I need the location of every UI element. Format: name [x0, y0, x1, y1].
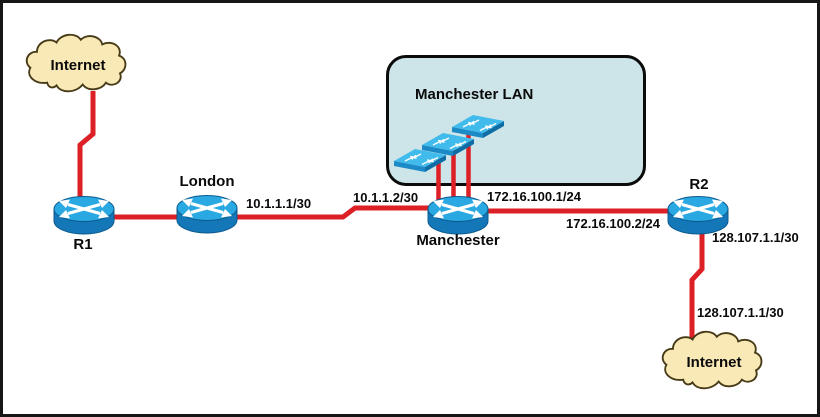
- internet-cloud-bottom: Internet: [658, 326, 770, 396]
- router-manchester-icon: [426, 195, 490, 237]
- london-label: London: [179, 173, 235, 190]
- ip-r2-wan: 128.107.1.1/30: [712, 230, 799, 245]
- internet-bottom-label: Internet: [686, 353, 742, 371]
- ip-r2-lan: 172.16.100.2/24: [566, 216, 660, 231]
- ip-r2-internet-link: 128.107.1.1/30: [697, 305, 784, 320]
- router-london-icon: [175, 194, 239, 236]
- r1-label: R1: [73, 236, 93, 253]
- manchester-lan-label: Manchester LAN: [415, 86, 534, 103]
- manchester-label: Manchester: [416, 232, 500, 249]
- r2-label: R2: [689, 176, 709, 193]
- internet-top-label: Internet: [50, 56, 106, 74]
- ip-manchester-serial: 10.1.1.2/30: [353, 190, 419, 205]
- link-london-manchester: [207, 205, 458, 220]
- ip-london-serial: 10.1.1.1/30: [246, 196, 312, 211]
- internet-cloud-top: Internet: [22, 29, 134, 99]
- switch-icon: [452, 112, 504, 138]
- router-r1-icon: [52, 195, 116, 237]
- ip-manchester-lan: 172.16.100.1/24: [487, 189, 581, 204]
